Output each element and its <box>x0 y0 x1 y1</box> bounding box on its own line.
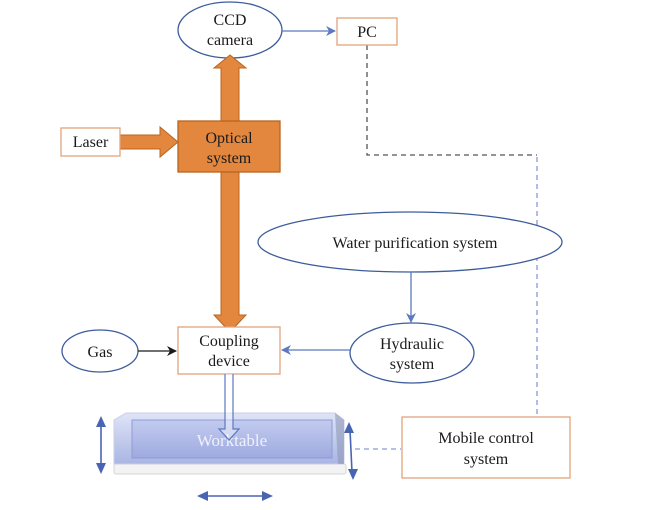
optical-system-label-line1: Optical <box>205 130 253 147</box>
node-laser: Laser <box>60 127 121 157</box>
ccd-camera-label-line1: CCD <box>214 12 247 29</box>
pc-label: PC <box>357 24 377 41</box>
laser-to-optical-arrow <box>119 125 179 159</box>
node-coupling-device: Coupling device <box>177 326 281 375</box>
motion-arrow-vertical-right <box>344 422 358 480</box>
node-hydraulic-system: Hydraulic system <box>349 322 475 384</box>
motion-arrow-vertical-left <box>96 416 106 474</box>
coupling-device-label-line1: Coupling <box>199 333 259 350</box>
node-worktable: Worktable <box>113 412 347 475</box>
water-purification-label: Water purification system <box>333 235 498 252</box>
node-pc: PC <box>336 17 398 46</box>
node-optical-system: Optical system <box>177 120 281 173</box>
optical-system-label-line2: system <box>207 150 252 167</box>
ccd-camera-label-line2: camera <box>207 32 253 49</box>
node-ccd-camera: CCD camera <box>177 1 283 59</box>
coupling-to-worktable-hollow-arrow <box>217 374 241 441</box>
node-mobile-control-system: Mobile control system <box>401 416 571 479</box>
pc-to-mobile-control-dashed-line <box>366 45 537 156</box>
mobile-control-label-line2: system <box>464 451 509 468</box>
coupling-device-label-line2: device <box>208 353 250 370</box>
worktable-label: Worktable <box>197 431 267 450</box>
node-water-purification-system: Water purification system <box>257 211 563 273</box>
node-gas: Gas <box>61 329 139 373</box>
gas-label: Gas <box>88 344 113 361</box>
optical-beam-double-arrow <box>212 54 248 333</box>
mobile-control-label-line1: Mobile control <box>438 430 534 447</box>
motion-arrow-horizontal-bottom <box>197 491 273 501</box>
laser-label: Laser <box>73 134 109 151</box>
hydraulic-system-label-line1: Hydraulic <box>380 336 444 353</box>
hydraulic-system-label-line2: system <box>390 356 435 373</box>
